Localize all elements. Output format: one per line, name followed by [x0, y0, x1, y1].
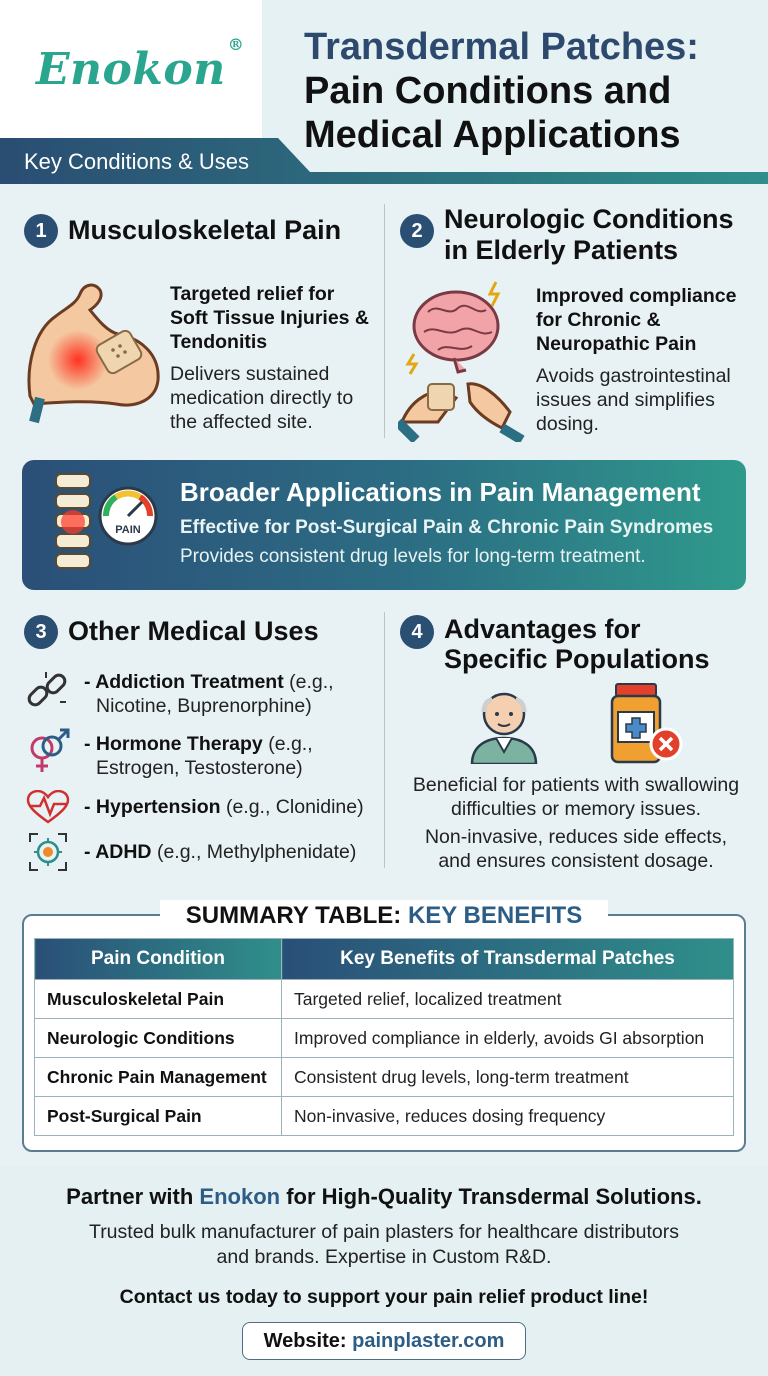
- use-hormone-examples: Estrogen, Testosterone): [96, 757, 303, 779]
- footer-call-to-action: Contact us today to support your pain re…: [119, 1286, 649, 1308]
- brain-hands-patch-icon: [398, 281, 525, 442]
- logo-area: [0, 0, 262, 140]
- pill-bottle-cross-icon: [610, 683, 683, 764]
- section-title-musculoskeletal: Musculoskeletal Pain: [68, 215, 342, 245]
- flexed-arm-patch-icon: [27, 283, 160, 424]
- section-title-advantages-2: Specific Populations: [444, 644, 710, 674]
- section-number-4: 4: [400, 615, 434, 649]
- page-title-line1: Transdermal Patches:: [304, 26, 699, 68]
- table-cell: Improved compliance in elderly, avoids G…: [281, 1018, 734, 1058]
- section-number-1: 1: [24, 214, 58, 248]
- footer-headline: Partner with Enokon for High-Quality Tra…: [66, 1184, 702, 1209]
- gauge-label: PAIN: [115, 524, 141, 536]
- divider: [384, 204, 385, 438]
- table-row: Neurologic Conditions Improved complianc…: [34, 1018, 734, 1058]
- table-cell: Non-invasive, reduces dosing frequency: [281, 1096, 734, 1136]
- table-cell: Neurologic Conditions: [34, 1018, 282, 1058]
- broader-subtitle: Effective for Post-Surgical Pain & Chron…: [180, 517, 714, 538]
- page-title-line3: Medical Applications: [304, 114, 681, 156]
- table-cell: Musculoskeletal Pain: [34, 979, 282, 1019]
- footer-description: Trusted bulk manufacturer of pain plaste…: [89, 1221, 679, 1268]
- table-row: Chronic Pain Management Consistent drug …: [34, 1057, 734, 1097]
- section-title-advantages-1: Advantages for: [444, 614, 641, 644]
- broken-chain-icon: [27, 672, 67, 707]
- spine-gauge-icon: PAIN: [55, 473, 158, 569]
- table-row: Post-Surgical Pain Non-invasive, reduces…: [34, 1096, 734, 1136]
- section-title-other-uses: Other Medical Uses: [68, 616, 319, 646]
- table-header-row: Pain Condition Key Benefits of Transderm…: [34, 938, 734, 980]
- table-cell: Targeted relief, localized treatment: [281, 979, 734, 1019]
- table-cell: Consistent drug levels, long-term treatm…: [281, 1057, 734, 1097]
- gender-symbols-icon: [30, 728, 70, 772]
- broader-description: Provides consistent drug levels for long…: [180, 546, 646, 567]
- section-title-neurologic-1: Neurologic Conditions: [444, 204, 734, 234]
- column-header: Key Benefits of Transdermal Patches: [281, 938, 734, 980]
- table-row: Musculoskeletal Pain Targeted relief, lo…: [34, 979, 734, 1019]
- key-conditions-banner: [0, 138, 768, 184]
- page-title-line2: Pain Conditions and: [304, 70, 672, 112]
- use-hypertension: - Hypertension (e.g., Clonidine): [84, 796, 364, 818]
- use-addiction-examples: Nicotine, Buprenorphine): [96, 695, 312, 717]
- enokon-logo: Enokon®: [36, 35, 245, 95]
- focus-target-icon: [29, 833, 67, 871]
- use-hormone: - Hormone Therapy (e.g.,: [84, 733, 313, 755]
- banner-label: Key Conditions & Uses: [24, 149, 249, 174]
- website-link[interactable]: Website: painplaster.com: [242, 1322, 526, 1360]
- divider: [384, 612, 385, 868]
- use-adhd: - ADHD (e.g., Methylphenidate): [84, 841, 357, 863]
- summary-title: SUMMARY TABLE: KEY BENEFITS: [160, 900, 608, 932]
- section-number-2: 2: [400, 214, 434, 248]
- elderly-person-icon: [470, 692, 538, 764]
- section-title-neurologic-2: in Elderly Patients: [444, 235, 679, 265]
- column-header: Pain Condition: [34, 938, 282, 980]
- table-cell: Chronic Pain Management: [34, 1057, 282, 1097]
- section-number-3: 3: [24, 615, 58, 649]
- heartbeat-icon: [26, 790, 70, 824]
- table-cell: Post-Surgical Pain: [34, 1096, 282, 1136]
- summary-table: Pain Condition Key Benefits of Transderm…: [34, 938, 734, 1136]
- use-addiction: - Addiction Treatment (e.g.,: [84, 671, 334, 693]
- broader-title: Broader Applications in Pain Management: [180, 477, 701, 507]
